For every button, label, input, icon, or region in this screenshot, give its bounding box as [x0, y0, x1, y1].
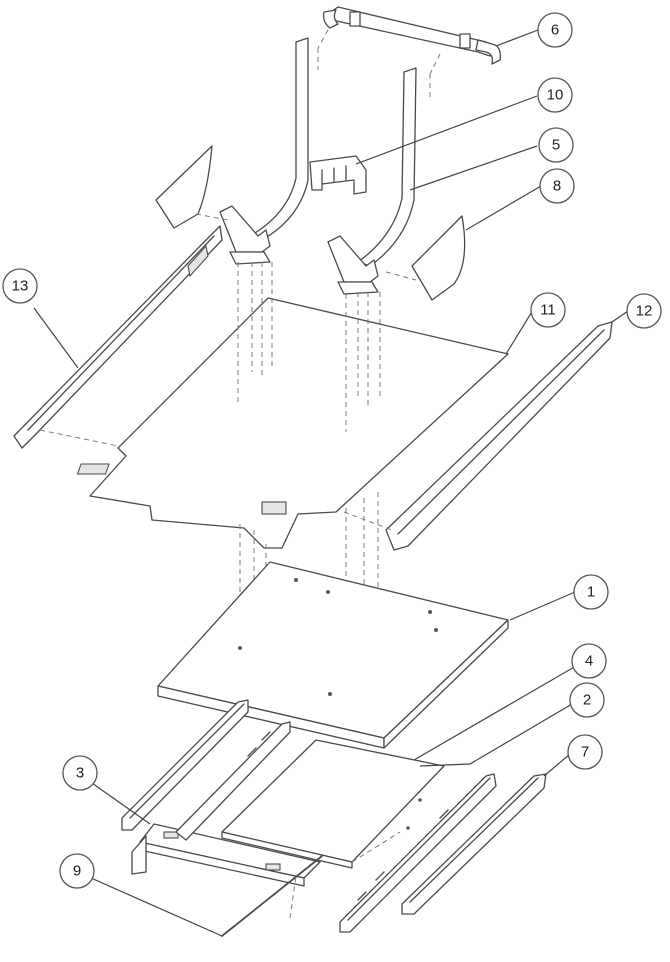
callout-5-label: 5: [552, 137, 560, 154]
callout-leaders: [33, 29, 629, 937]
callout-1-label: 1: [587, 584, 595, 601]
callout-9: 9: [59, 853, 95, 889]
part-7-slide-rail: [401, 773, 547, 915]
callout-8-label: 8: [553, 178, 561, 195]
lower-left-rail: [121, 699, 249, 831]
part-5-right-upright: [327, 67, 417, 295]
callout-3: 3: [62, 755, 98, 791]
callout-4: 4: [571, 643, 607, 679]
callout-6: 6: [537, 12, 573, 48]
callout-4-label: 4: [585, 653, 593, 670]
callout-11-label: 11: [540, 302, 556, 319]
callout-10: 10: [537, 77, 573, 113]
callout-13: 13: [2, 268, 38, 304]
part-8-left-side-panel: [155, 145, 229, 229]
callout-8: 8: [539, 168, 575, 204]
callout-12-label: 12: [636, 303, 653, 320]
part-2-slide-rail: [339, 773, 497, 933]
callout-1: 1: [573, 574, 609, 610]
callout-12: 12: [626, 293, 662, 329]
part-11-deck-plate: [76, 297, 509, 549]
callout-3-label: 3: [76, 765, 84, 782]
callout-5: 5: [538, 127, 574, 163]
part-13-left-rail: [13, 225, 223, 449]
callout-2: 2: [569, 682, 605, 718]
part-8-right-side-panel: [385, 215, 466, 301]
part-12-right-rail: [343, 321, 613, 551]
part-1-frame-pan: [157, 561, 509, 749]
callout-7: 7: [567, 734, 603, 770]
part-9-rod: [221, 855, 323, 937]
fastener-lines-upper: [237, 262, 381, 432]
callout-11: 11: [530, 292, 566, 328]
part-3-cross-channel: [131, 721, 321, 887]
part-5-left-upright: [219, 37, 309, 265]
part-10-bracket: [309, 155, 367, 195]
callout-7-label: 7: [581, 744, 589, 761]
callout-13-label: 13: [12, 278, 29, 295]
callout-2-label: 2: [583, 692, 591, 709]
callout-6-label: 6: [551, 22, 559, 39]
callout-9-label: 9: [73, 863, 81, 880]
callout-10-label: 10: [547, 87, 564, 104]
part-6-top-handle-bar: [317, 6, 501, 98]
